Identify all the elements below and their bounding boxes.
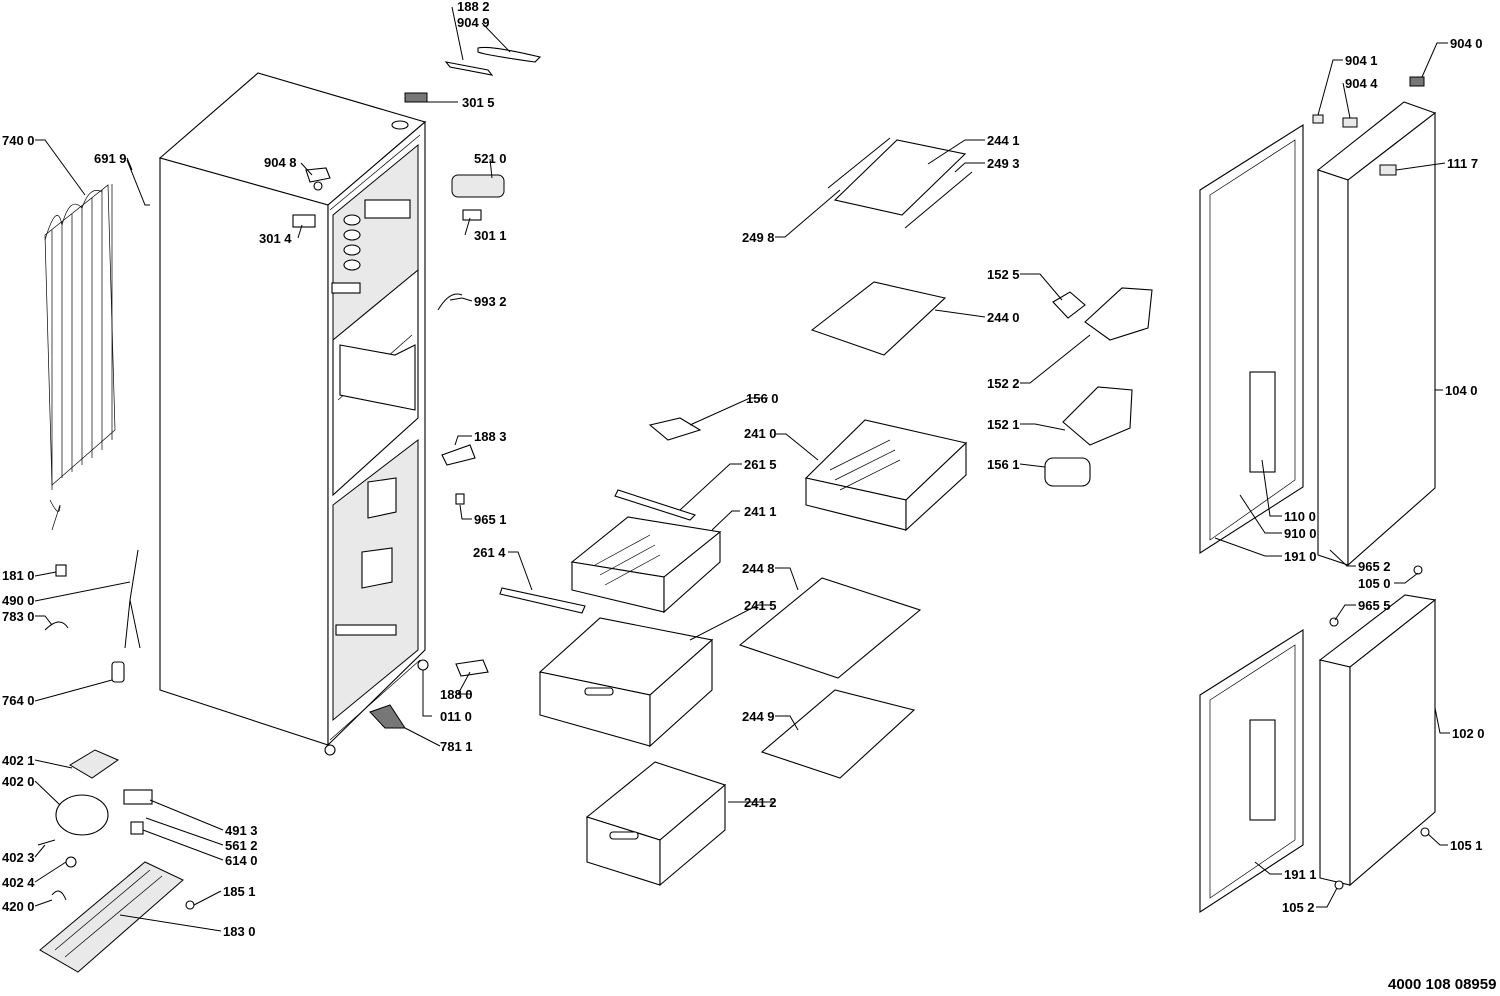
- label-4913: 491 3: [225, 823, 258, 838]
- label-1117: 111 7: [1447, 156, 1478, 171]
- label-9655: 965 5: [1358, 598, 1391, 613]
- label-2449: 244 9: [742, 709, 775, 724]
- label-1883: 188 3: [474, 429, 507, 444]
- label-2448: 244 8: [742, 561, 775, 576]
- label-2615: 261 5: [744, 457, 777, 472]
- label-1560: 156 0: [746, 391, 779, 406]
- label-9932: 993 2: [474, 294, 507, 309]
- label-7811: 781 1: [440, 739, 473, 754]
- drawing-reference-number: 4000 108 08959: [1388, 976, 1496, 993]
- label-9100: 910 0: [1284, 526, 1317, 541]
- label-1810: 181 0: [2, 568, 35, 583]
- label-2411: 241 1: [744, 504, 777, 519]
- label-1911: 191 1: [1284, 867, 1317, 882]
- label-4023: 402 3: [2, 850, 35, 865]
- label-4900: 490 0: [2, 593, 35, 608]
- label-2498: 249 8: [742, 230, 775, 245]
- label-7640: 764 0: [2, 693, 35, 708]
- label-4024: 402 4: [2, 875, 35, 890]
- label-9040: 904 0: [1450, 36, 1483, 51]
- label-1020: 102 0: [1452, 726, 1485, 741]
- label-2441: 244 1: [987, 133, 1020, 148]
- label-1100: 110 0: [1284, 509, 1316, 524]
- drawer-2410: [804, 419, 968, 532]
- label-5612: 561 2: [225, 838, 258, 853]
- fridge-cabinet: [158, 72, 429, 756]
- label-1521: 152 1: [987, 417, 1020, 432]
- label-7400: 740 0: [2, 133, 35, 148]
- label-2412: 241 2: [744, 795, 777, 810]
- label-2415: 241 5: [744, 598, 777, 613]
- label-1830: 183 0: [223, 924, 256, 939]
- label-1052: 105 2: [1282, 900, 1315, 915]
- label-1522: 152 2: [987, 376, 1020, 391]
- label-4021: 402 1: [2, 753, 35, 768]
- label-1851: 185 1: [223, 884, 256, 899]
- label-2493: 249 3: [987, 156, 1020, 171]
- label-1880: 188 0: [440, 687, 473, 702]
- label-7830: 783 0: [2, 609, 35, 624]
- label-4200: 420 0: [2, 899, 35, 914]
- label-6140: 614 0: [225, 853, 258, 868]
- label-2410: 241 0: [744, 426, 777, 441]
- label-9041: 904 1: [1345, 53, 1378, 68]
- condenser-coil: [44, 184, 116, 531]
- label-3011: 301 1: [474, 228, 507, 243]
- label-3015: 301 5: [462, 95, 495, 110]
- label-3014: 301 4: [259, 231, 292, 246]
- label-1561: 156 1: [987, 457, 1020, 472]
- label-0110: 011 0: [440, 709, 472, 724]
- drawer-2411: [570, 516, 722, 614]
- label-2440: 244 0: [987, 310, 1020, 325]
- label-5210: 521 0: [474, 151, 507, 166]
- drawer-2412: [585, 761, 727, 887]
- label-9651: 965 1: [474, 512, 507, 527]
- label-1882: 188 2: [457, 0, 490, 14]
- label-9049: 904 9: [457, 15, 490, 30]
- label-1050: 105 0: [1358, 576, 1391, 591]
- label-1910: 191 0: [1284, 549, 1317, 564]
- label-9652: 965 2: [1358, 559, 1391, 574]
- drawer-2415: [538, 617, 714, 748]
- label-1051: 105 1: [1450, 838, 1483, 853]
- leader-lines: [34, 6, 1450, 932]
- label-2614: 261 4: [473, 545, 506, 560]
- label-6919: 691 9: [94, 151, 127, 166]
- label-9044: 904 4: [1345, 76, 1378, 91]
- label-9048: 904 8: [264, 155, 297, 170]
- label-4020: 402 0: [2, 774, 35, 789]
- label-1040: 104 0: [1445, 383, 1478, 398]
- label-1525: 152 5: [987, 267, 1020, 282]
